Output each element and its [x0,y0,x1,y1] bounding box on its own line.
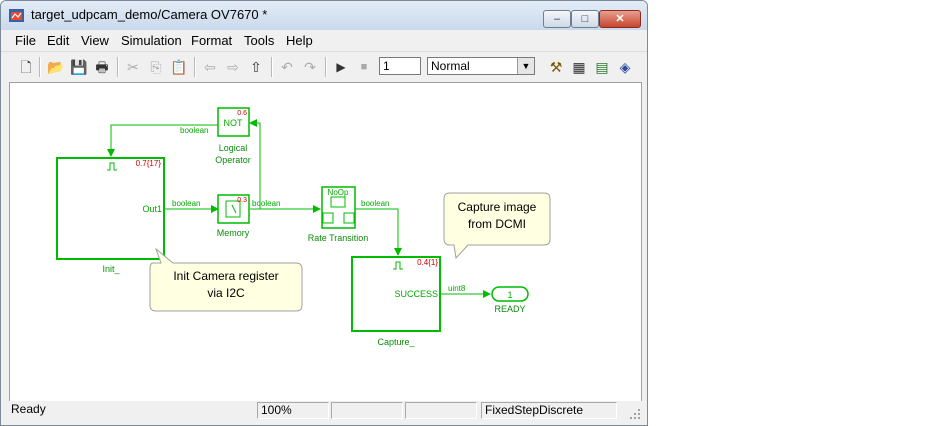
not-rate-label: 0.6 [237,110,247,117]
toolbar: 🗋 📂 💾 🖶 ✂ ⎘ 📋 ⇦ ⇨ ⇧ ↶ ↷ ▶ ■ ⚒ ▦ ▤ ◈ [1,51,647,82]
annotation-capture-line1: Capture image [458,200,537,214]
simulation-mode-value: Normal [431,59,470,73]
signal-label-memory-out: boolean [252,199,280,208]
logical-operator-name-1: Logical [219,143,248,153]
simulink-app-icon [9,9,24,22]
new-icon[interactable]: 🗋 [20,59,32,75]
memory-block-name: Memory [217,228,250,238]
simulation-mode-select[interactable]: Normal ▼ [427,57,535,75]
rate-transition-in-icon [322,212,334,224]
ready-outport[interactable] [491,286,529,302]
capture-block-name: Capture_ [377,337,415,347]
capture-rate-label: 0.4{1} [417,258,438,267]
outport-name: READY [494,304,525,314]
init-port-label: Out1 [142,204,162,214]
stop-icon[interactable]: ■ [360,61,368,73]
logical-operator-block[interactable] [217,107,250,137]
open-icon[interactable]: 📂 [47,59,65,75]
menu-help[interactable]: Help [286,33,313,48]
signal-label-init-out: boolean [172,199,200,208]
menu-file[interactable]: File [15,33,36,48]
menu-tools[interactable]: Tools [244,33,275,48]
undo-icon[interactable]: ↶ [281,59,293,75]
signal-label-rt-out: boolean [361,199,389,208]
toolbar-separator [117,57,119,77]
rate-transition-out-icon [343,212,355,224]
status-empty-1 [331,402,403,419]
library-icon[interactable]: ▤ [595,59,609,75]
menu-bar: File Edit View Simulation Format Tools H… [1,31,647,51]
not-op-label: NOT [224,118,244,128]
window-title: target_udpcam_demo/Camera OV7670 * [31,7,268,22]
outport-number: 1 [507,290,512,300]
annotation-init-line1: Init Camera register [173,269,278,283]
stop-time-input[interactable]: 1 [379,57,421,75]
back-icon[interactable]: ⇦ [204,59,216,75]
model-canvas[interactable]: 0.7{17} Out1 Init_ NOT 0.6 Logical Opera… [9,82,642,402]
copy-icon[interactable]: ⎘ [150,59,162,75]
play-icon[interactable]: ▶ [336,60,346,74]
toolbar-separator [271,57,273,77]
print-icon[interactable]: 🖶 [95,59,109,75]
block-diagram: 0.7{17} Out1 Init_ NOT 0.6 Logical Opera… [56,107,551,347]
toolbar-separator [194,57,196,77]
resize-grip-icon[interactable] [626,405,642,421]
status-zoom: 100% [257,402,329,419]
memory-icon [225,200,241,218]
annotation-init-line2: via I2C [207,286,245,300]
signal-label-capture-out: uint8 [448,284,466,293]
status-empty-2 [405,402,477,419]
build-icon[interactable]: ⚒ [549,59,563,75]
annotation-init-camera[interactable] [149,247,303,312]
cut-icon[interactable]: ✂ [127,59,139,75]
save-icon[interactable]: 💾 [70,59,88,75]
capture-trigger-icon [393,261,403,270]
init-block-name: Init_ [102,264,120,274]
rate-transition-name: Rate Transition [308,233,369,243]
chevron-down-icon[interactable]: ▼ [517,58,534,74]
menu-simulation[interactable]: Simulation [121,33,182,48]
rate-transition-icon [330,196,346,208]
rate-transition-noop: NoOp [328,188,349,197]
signal-label-feedback: boolean [180,126,208,135]
title-bar[interactable]: target_udpcam_demo/Camera OV7670 * – □ ✕ [1,1,647,30]
memory-rate-label: 0.3 [237,197,247,204]
annotation-capture-image[interactable] [443,192,551,260]
maximize-button[interactable]: □ [571,10,599,28]
init-subsystem-block[interactable] [56,157,165,260]
redo-icon[interactable]: ↷ [304,59,316,75]
menu-format[interactable]: Format [191,33,233,48]
status-solver: FixedStepDiscrete [481,402,617,419]
model-explorer-icon[interactable]: ▦ [572,59,586,75]
model-window: target_udpcam_demo/Camera OV7670 * – □ ✕… [0,0,648,426]
capture-port-label: SUCCESS [394,289,438,299]
forward-icon[interactable]: ⇨ [227,59,239,75]
logical-operator-name-2: Operator [215,155,251,165]
toolbar-separator [39,57,41,77]
init-rate-label: 0.7{17} [136,159,162,168]
signal-line-rt-out[interactable] [352,208,402,256]
menu-edit[interactable]: Edit [47,33,70,48]
menu-view[interactable]: View [81,33,109,48]
close-button[interactable]: ✕ [599,10,641,28]
annotation-capture-line2: from DCMI [468,217,526,231]
toolbar-separator [325,57,327,77]
paste-icon[interactable]: 📋 [170,59,188,75]
up-icon[interactable]: ⇧ [250,59,262,75]
init-trigger-icon [107,162,117,171]
debug-icon[interactable]: ◈ [619,59,631,75]
status-state: Ready [11,402,46,416]
signal-line-not-in[interactable] [249,119,261,209]
status-bar: Ready 100% FixedStepDiscrete [1,401,647,425]
minimize-button[interactable]: – [543,10,571,28]
